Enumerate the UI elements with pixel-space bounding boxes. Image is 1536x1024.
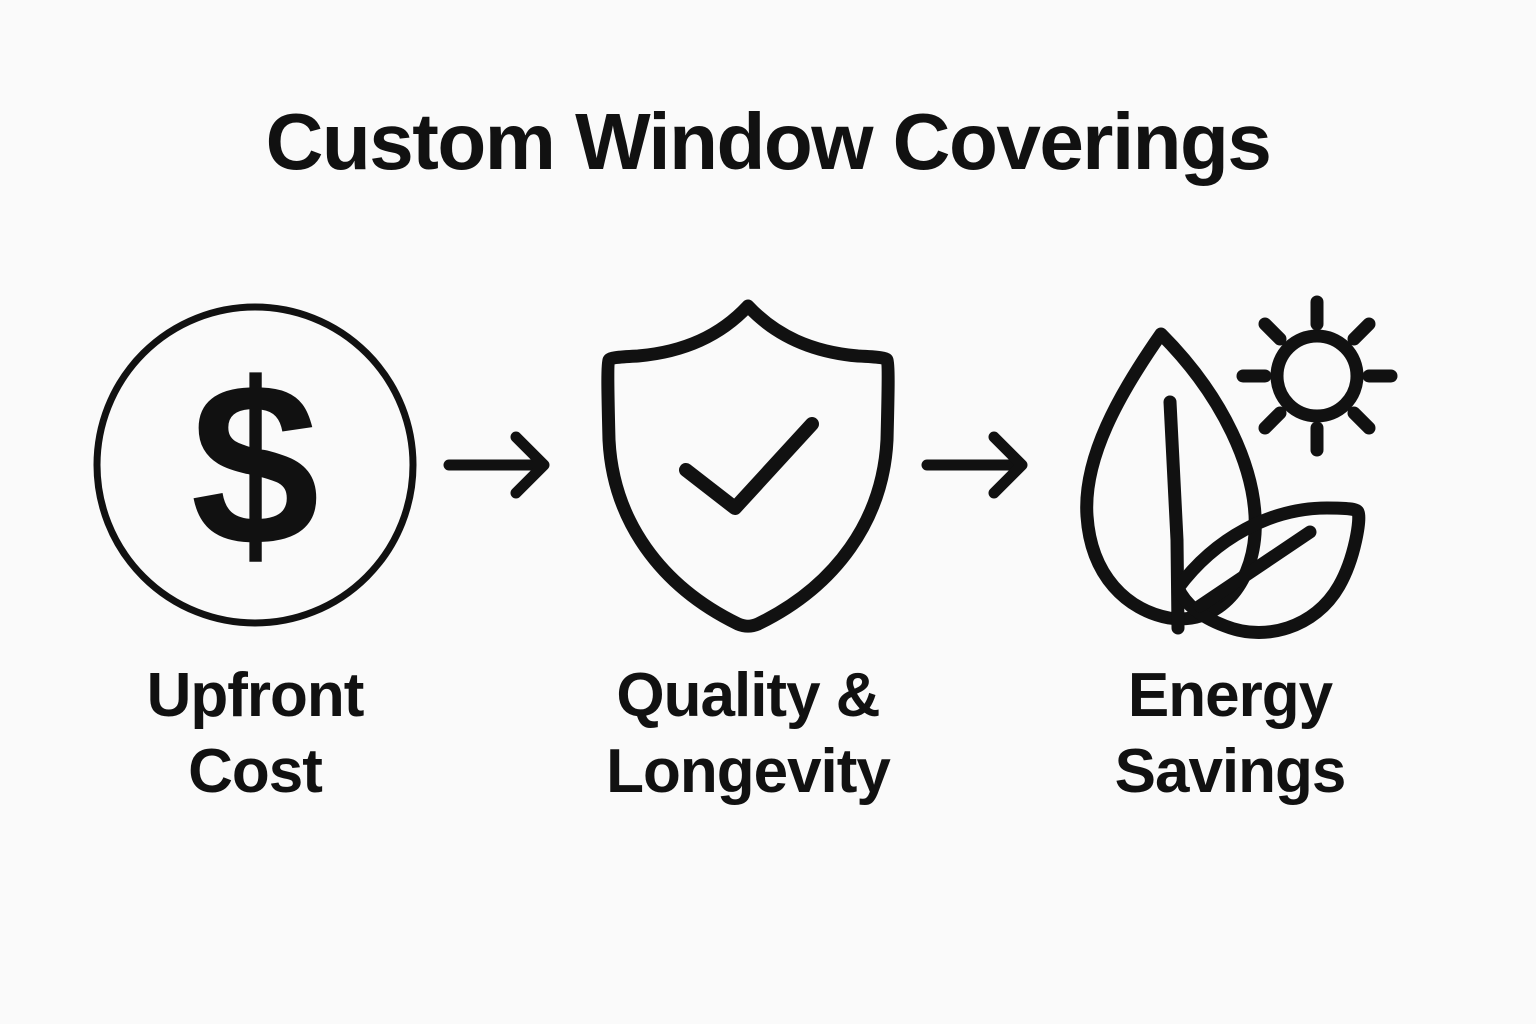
- step-quality-longevity: [568, 290, 928, 640]
- label-line-1: Upfront: [146, 661, 365, 730]
- step-label-upfront-cost: Upfront Cost: [45, 658, 465, 810]
- label-line-2: Cost: [188, 737, 323, 806]
- dollar-circle-icon: $: [75, 290, 435, 640]
- labels-row: Upfront Cost Quality & Longevity Energy …: [0, 658, 1536, 838]
- label-line-1: Quality &: [616, 661, 880, 730]
- sun-rays-group: [1236, 295, 1398, 457]
- page-title: Custom Window Coverings: [265, 97, 1272, 186]
- label-line-2: Longevity: [606, 737, 891, 806]
- label-line-1: Energy: [1127, 661, 1333, 730]
- step-upfront-cost: $: [75, 290, 435, 640]
- label-line-2: Savings: [1114, 737, 1347, 806]
- arrow-right-icon-2: [915, 425, 1045, 505]
- checkmark-icon: [679, 417, 819, 515]
- dollar-sign-glyph: $: [190, 336, 319, 595]
- steps-row: $: [0, 290, 1536, 650]
- step-energy-savings: [1050, 290, 1410, 640]
- leaf-secondary-outline: [1171, 501, 1366, 639]
- shield-check-icon: [568, 290, 928, 640]
- shield-outline: [601, 299, 895, 633]
- sun-ring-icon: [1270, 329, 1364, 423]
- arrow-right-icon-1: [437, 425, 567, 505]
- step-label-quality-longevity: Quality & Longevity: [538, 658, 958, 810]
- step-label-energy-savings: Energy Savings: [1020, 658, 1440, 810]
- leaf-secondary-vein: [1193, 525, 1317, 613]
- leaves-sun-icon: [1050, 290, 1410, 640]
- leaf-primary-outline: [1080, 327, 1262, 626]
